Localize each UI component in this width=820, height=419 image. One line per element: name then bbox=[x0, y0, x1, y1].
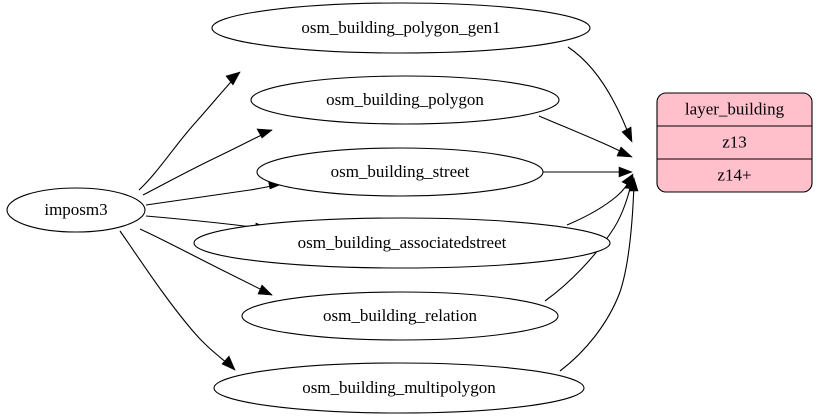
edge-line bbox=[544, 180, 633, 302]
node-osm_building_relation[interactable]: osm_building_relation bbox=[241, 291, 559, 341]
edge-polygon-to-layer bbox=[538, 115, 633, 158]
edge-line bbox=[142, 129, 273, 196]
arrowhead-icon bbox=[628, 177, 639, 192]
node-shape bbox=[250, 75, 560, 125]
edge-multipolygon-to-layer bbox=[559, 177, 639, 372]
edge-imposm3-to-multipolygon bbox=[119, 230, 236, 371]
arrowhead-icon bbox=[616, 146, 633, 158]
node-osm_building_street[interactable]: osm_building_street bbox=[256, 147, 544, 197]
arrowhead-icon bbox=[621, 126, 633, 143]
node-shape bbox=[241, 291, 559, 341]
nodes-layer: imposm3 osm_building_polygon_gen1 osm_buil… bbox=[6, 2, 611, 414]
node-label: osm_building_associatedstreet bbox=[298, 233, 507, 252]
node-shape bbox=[6, 187, 146, 233]
node-shape bbox=[213, 362, 585, 414]
edge-line bbox=[538, 115, 629, 156]
arrowhead-icon bbox=[256, 128, 273, 139]
node-osm_building_associatedstreet[interactable]: osm_building_associatedstreet bbox=[193, 217, 611, 269]
layer-building-node[interactable]: layer_building z13 z14+ bbox=[656, 92, 813, 193]
layer-row-zoom-z13[interactable]: z13 bbox=[722, 132, 747, 151]
edge-polygon-gen1-to-layer bbox=[567, 46, 633, 143]
edge-street-to-layer bbox=[542, 166, 633, 178]
node-label: osm_building_relation bbox=[323, 306, 477, 325]
node-label: osm_building_polygon bbox=[326, 90, 484, 109]
edge-line bbox=[139, 228, 273, 296]
arrowhead-icon bbox=[225, 71, 241, 86]
node-osm_building_polygon[interactable]: osm_building_polygon bbox=[250, 75, 560, 125]
arrowhead-icon bbox=[221, 355, 236, 371]
node-label: imposm3 bbox=[44, 200, 107, 219]
node-label: osm_building_polygon_gen1 bbox=[301, 18, 500, 37]
edge-associatedstreet-to-layer bbox=[566, 173, 634, 226]
edge-imposm3-to-relation bbox=[139, 228, 273, 296]
edge-line bbox=[567, 46, 631, 139]
node-imposm3[interactable]: imposm3 bbox=[6, 187, 146, 233]
arrowhead-icon bbox=[257, 284, 273, 296]
edge-line bbox=[119, 230, 236, 371]
layer-row-zoom-z14plus[interactable]: z14+ bbox=[717, 165, 751, 184]
edge-imposm3-to-polygon-gen1 bbox=[138, 71, 241, 191]
edge-line bbox=[559, 183, 635, 372]
layer-row-layer-name[interactable]: layer_building bbox=[685, 99, 785, 118]
node-label: osm_building_street bbox=[331, 162, 470, 181]
node-shape bbox=[211, 2, 591, 54]
node-label: osm_building_multipolygon bbox=[302, 378, 496, 397]
node-shape bbox=[256, 147, 544, 197]
layer-node-body bbox=[656, 92, 813, 193]
node-osm_building_polygon_gen1[interactable]: osm_building_polygon_gen1 bbox=[211, 2, 591, 54]
edge-imposm3-to-polygon bbox=[142, 128, 273, 196]
arrowhead-icon bbox=[618, 166, 633, 178]
edge-line bbox=[145, 183, 283, 206]
edge-line bbox=[138, 71, 241, 191]
node-osm_building_multipolygon[interactable]: osm_building_multipolygon bbox=[213, 362, 585, 414]
edge-line bbox=[566, 177, 632, 226]
node-shape bbox=[193, 217, 611, 269]
